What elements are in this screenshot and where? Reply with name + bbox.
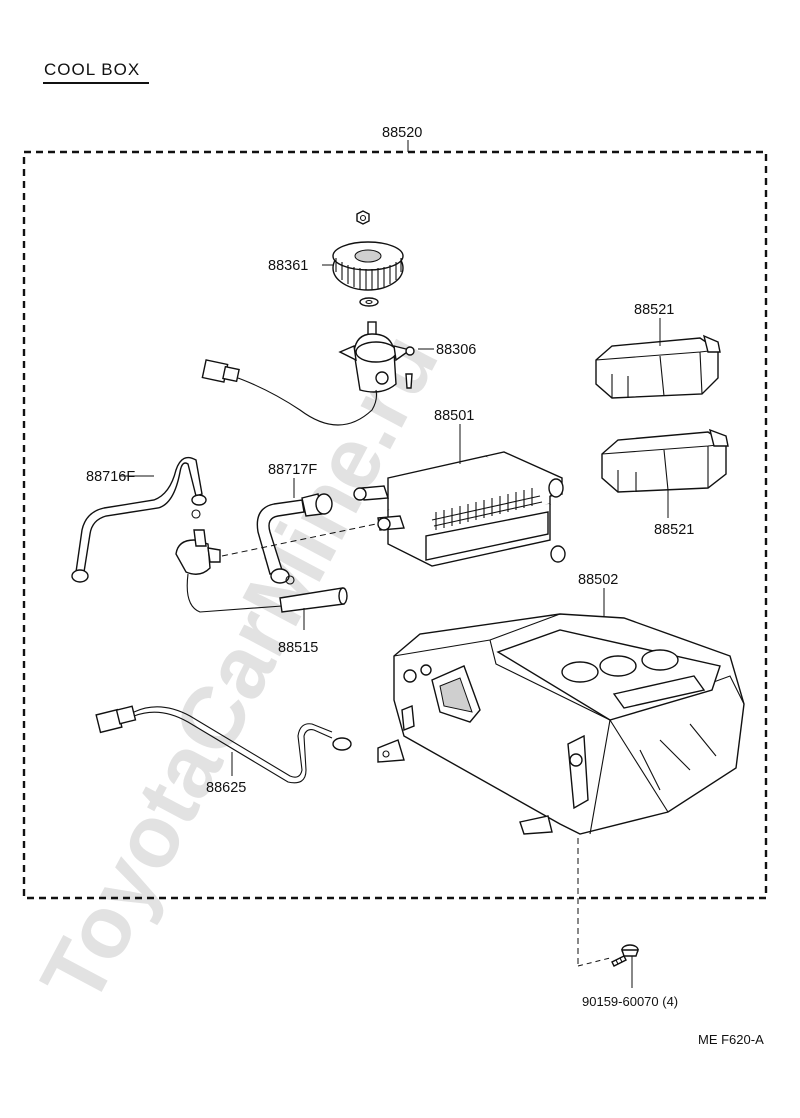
screw-dash-horizontal <box>577 957 611 967</box>
label-tube-left: 88716F <box>86 469 135 485</box>
label-cover-lower: 88521 <box>654 522 694 538</box>
label-evaporator: 88501 <box>434 408 474 424</box>
cover-lower <box>601 428 729 493</box>
watermark: ToyotaCarMine.ru <box>21 318 457 1019</box>
label-tube-right: 88717F <box>268 462 317 478</box>
tube-left <box>71 456 207 583</box>
label-blower-motor: 88306 <box>436 342 476 358</box>
thermistor <box>175 529 348 613</box>
cover-upper <box>595 334 721 399</box>
wire-harness <box>95 705 352 784</box>
blower-motor <box>201 321 415 426</box>
tube-right <box>256 493 333 585</box>
label-wire-harness: 88625 <box>206 780 246 796</box>
evaporator <box>353 451 566 567</box>
label-cover-upper: 88521 <box>634 302 674 318</box>
page-title: COOL BOX <box>44 60 141 79</box>
screw <box>611 944 639 967</box>
label-screw: 90159-60070 (4) <box>582 994 678 1009</box>
title-underline <box>43 82 149 84</box>
label-thermistor: 88515 <box>278 640 318 656</box>
label-blower-fan: 88361 <box>268 258 308 274</box>
label-case: 88502 <box>578 572 618 588</box>
label-assembly: 88520 <box>382 125 422 141</box>
blower-fan <box>332 210 404 307</box>
cool-box-case <box>377 613 745 835</box>
footer-code: ME F620-A <box>698 1032 764 1047</box>
connection-dash <box>221 523 377 557</box>
